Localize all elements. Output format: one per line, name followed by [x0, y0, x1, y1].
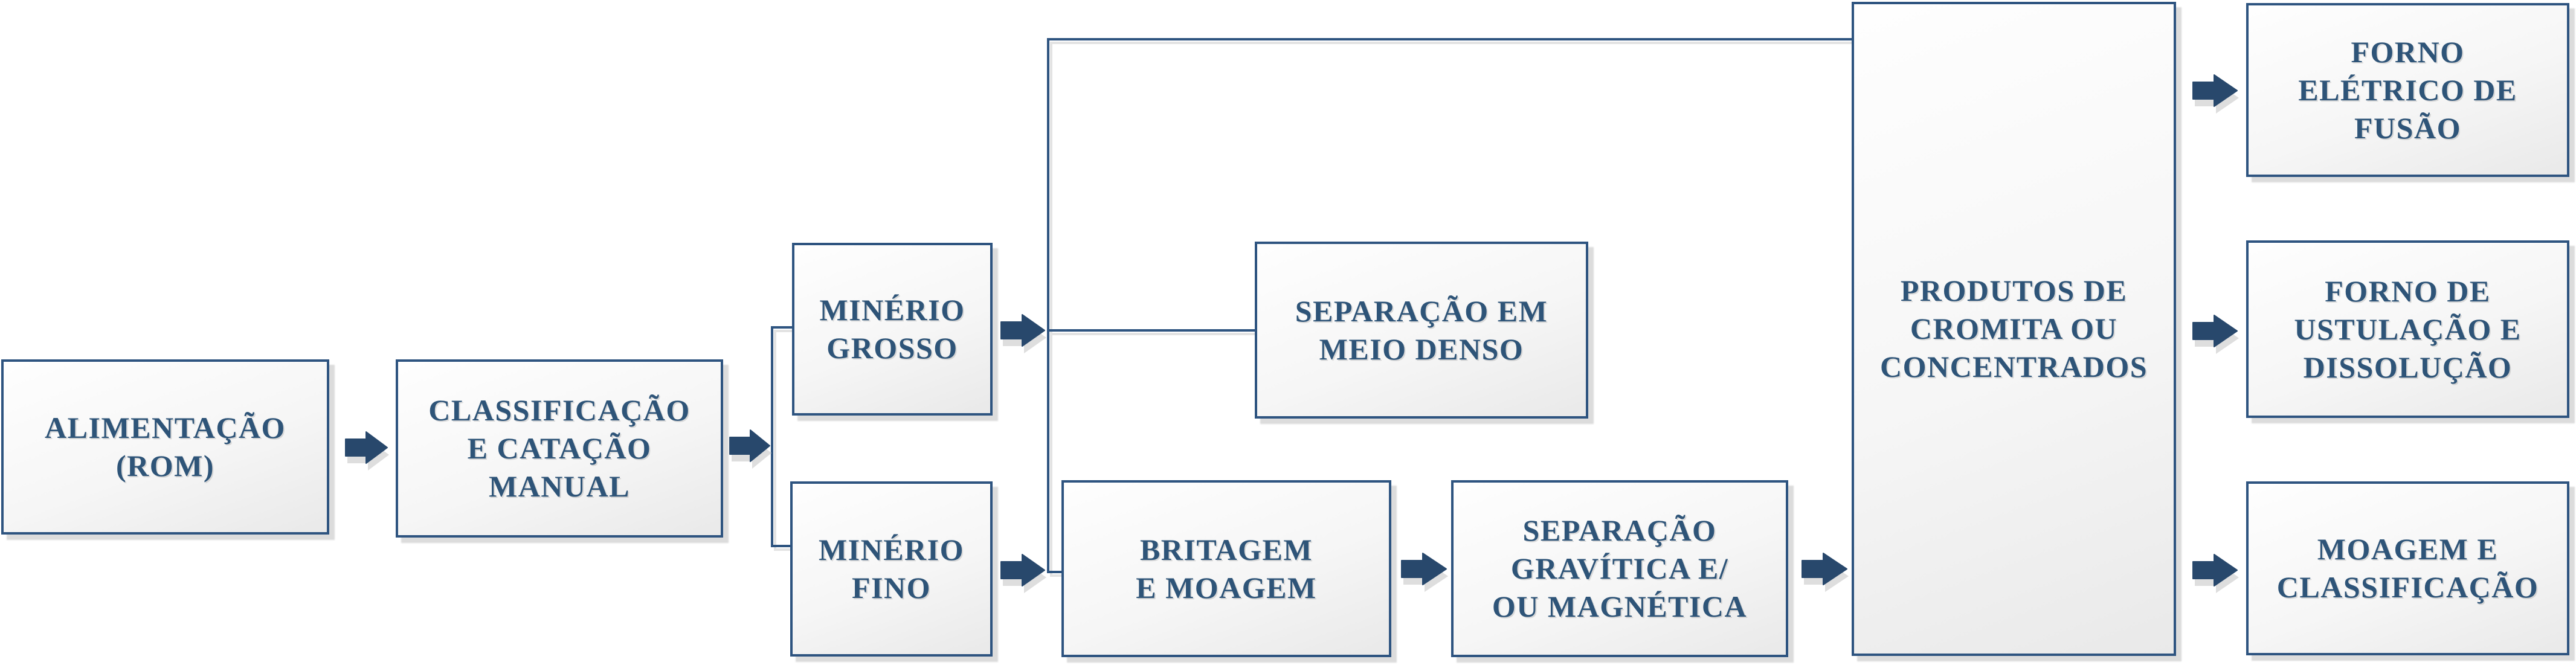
- node-label: MINÉRIO GROSSO: [819, 293, 965, 365]
- node-label: MOAGEM E CLASSIFICAÇÃO: [2276, 532, 2539, 604]
- arrow-fino-to-britagem: [1000, 554, 1045, 586]
- arrow-classificacao-to-bracket: [729, 429, 770, 462]
- arrow-produtos-to-moagem: [2192, 554, 2238, 586]
- node-label: FORNO DE USTULAÇÃO E DISSOLUÇÃO: [2294, 274, 2522, 384]
- connector-grosso-bypass-to-produtos-and-britagem: [1047, 38, 1852, 573]
- connector-shadows: [774, 42, 1855, 577]
- node-label: MINÉRIO FINO: [818, 533, 965, 605]
- connector-bracket-classificacao-to-grosso-fino: [771, 326, 793, 547]
- node-minerio-grosso: MINÉRIO GROSSO: [792, 243, 993, 416]
- node-label: ALIMENTAÇÃO (ROM): [45, 411, 286, 483]
- node-label: SEPARAÇÃO GRAVÍTICA E/ OU MAGNÉTICA: [1492, 513, 1748, 623]
- node-alimentacao-rom: ALIMENTAÇÃO (ROM): [1, 359, 329, 535]
- node-forno-eletrico-fusao: FORNO ELÉTRICO DE FUSÃO: [2246, 3, 2569, 177]
- arrow-produtos-to-forno-ustulacao: [2192, 315, 2238, 347]
- node-forno-ustulacao-dissolucao: FORNO DE USTULAÇÃO E DISSOLUÇÃO: [2246, 240, 2569, 418]
- node-moagem-classificacao: MOAGEM E CLASSIFICAÇÃO: [2246, 481, 2569, 655]
- node-label: CLASSIFICAÇÃO E CATAÇÃO MANUAL: [428, 393, 691, 503]
- arrow-grosso-to-junction: [1000, 314, 1045, 347]
- node-britagem-moagem: BRITAGEM E MOAGEM: [1061, 480, 1391, 657]
- node-label: FORNO ELÉTRICO DE FUSÃO: [2298, 34, 2517, 145]
- arrow-alimentacao-to-classificacao: [345, 431, 388, 464]
- node-minerio-fino: MINÉRIO FINO: [790, 481, 993, 657]
- node-label: BRITAGEM E MOAGEM: [1136, 532, 1317, 605]
- arrow-produtos-to-forno-eletrico: [2192, 74, 2238, 107]
- node-label: PRODUTOS DE CROMITA OU CONCENTRADOS: [1879, 274, 2148, 384]
- node-label: SEPARAÇÃO EM MEIO DENSO: [1295, 294, 1548, 366]
- arrow-gravitica-to-produtos: [1802, 553, 1847, 585]
- node-classificacao-catacao-manual: CLASSIFICAÇÃO E CATAÇÃO MANUAL: [396, 359, 723, 538]
- node-separacao-meio-denso: SEPARAÇÃO EM MEIO DENSO: [1255, 242, 1588, 419]
- node-produtos-cromita-concentrados: PRODUTOS DE CROMITA OU CONCENTRADOS: [1852, 2, 2176, 656]
- node-separacao-gravitica-magnetica: SEPARAÇÃO GRAVÍTICA E/ OU MAGNÉTICA: [1451, 480, 1788, 657]
- arrow-britagem-to-gravitica: [1401, 553, 1447, 585]
